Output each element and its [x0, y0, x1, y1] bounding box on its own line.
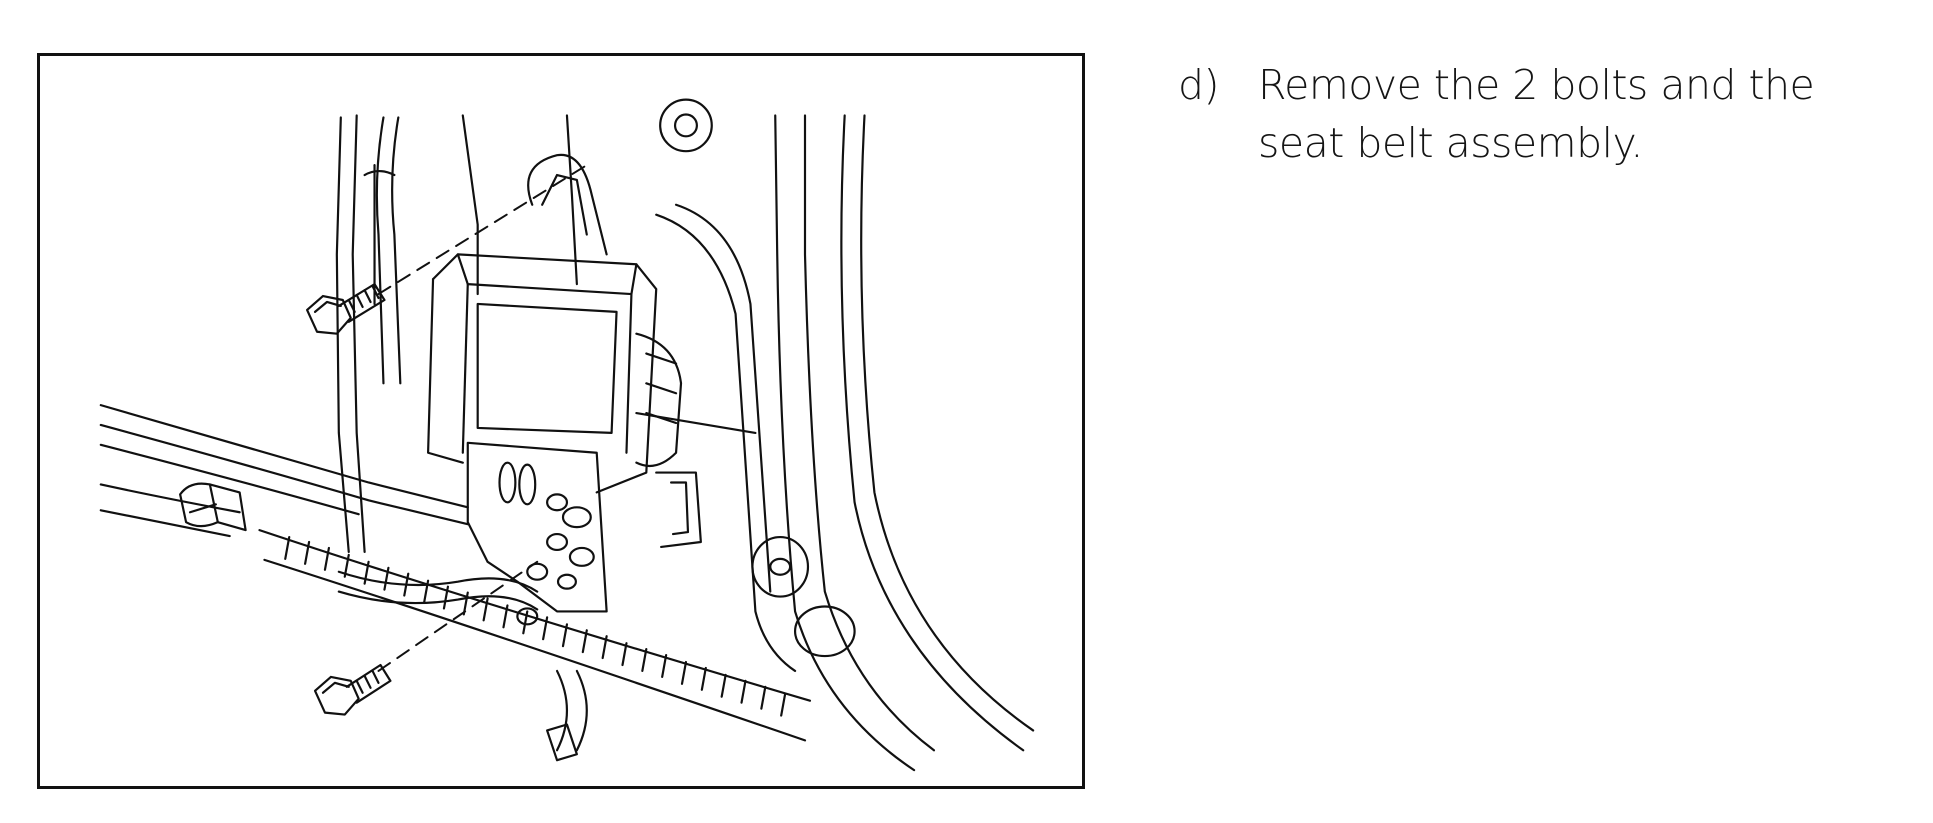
illustration-frame — [37, 53, 1085, 789]
side-panel-lines — [635, 114, 1035, 772]
instruction-step: d) Remove the 2 bolts and the seat belt … — [1178, 56, 1898, 172]
harness-clip — [179, 482, 247, 532]
step-text: Remove the 2 bolts and the seat belt ass… — [1258, 61, 1815, 167]
seat-belt-webbing — [461, 114, 578, 296]
sill-lines — [99, 404, 469, 538]
seat-belt-illustration — [99, 98, 1035, 772]
step-marker: d) — [1178, 61, 1220, 109]
wire-harness-icon — [258, 529, 812, 762]
grommets — [659, 98, 856, 658]
bolt-icon — [305, 283, 386, 335]
pillar-trim-lines — [335, 114, 402, 554]
bolt-guide-lines — [377, 164, 588, 672]
bolt-icon — [313, 663, 392, 716]
seat-belt-retractor-icon — [427, 153, 702, 626]
